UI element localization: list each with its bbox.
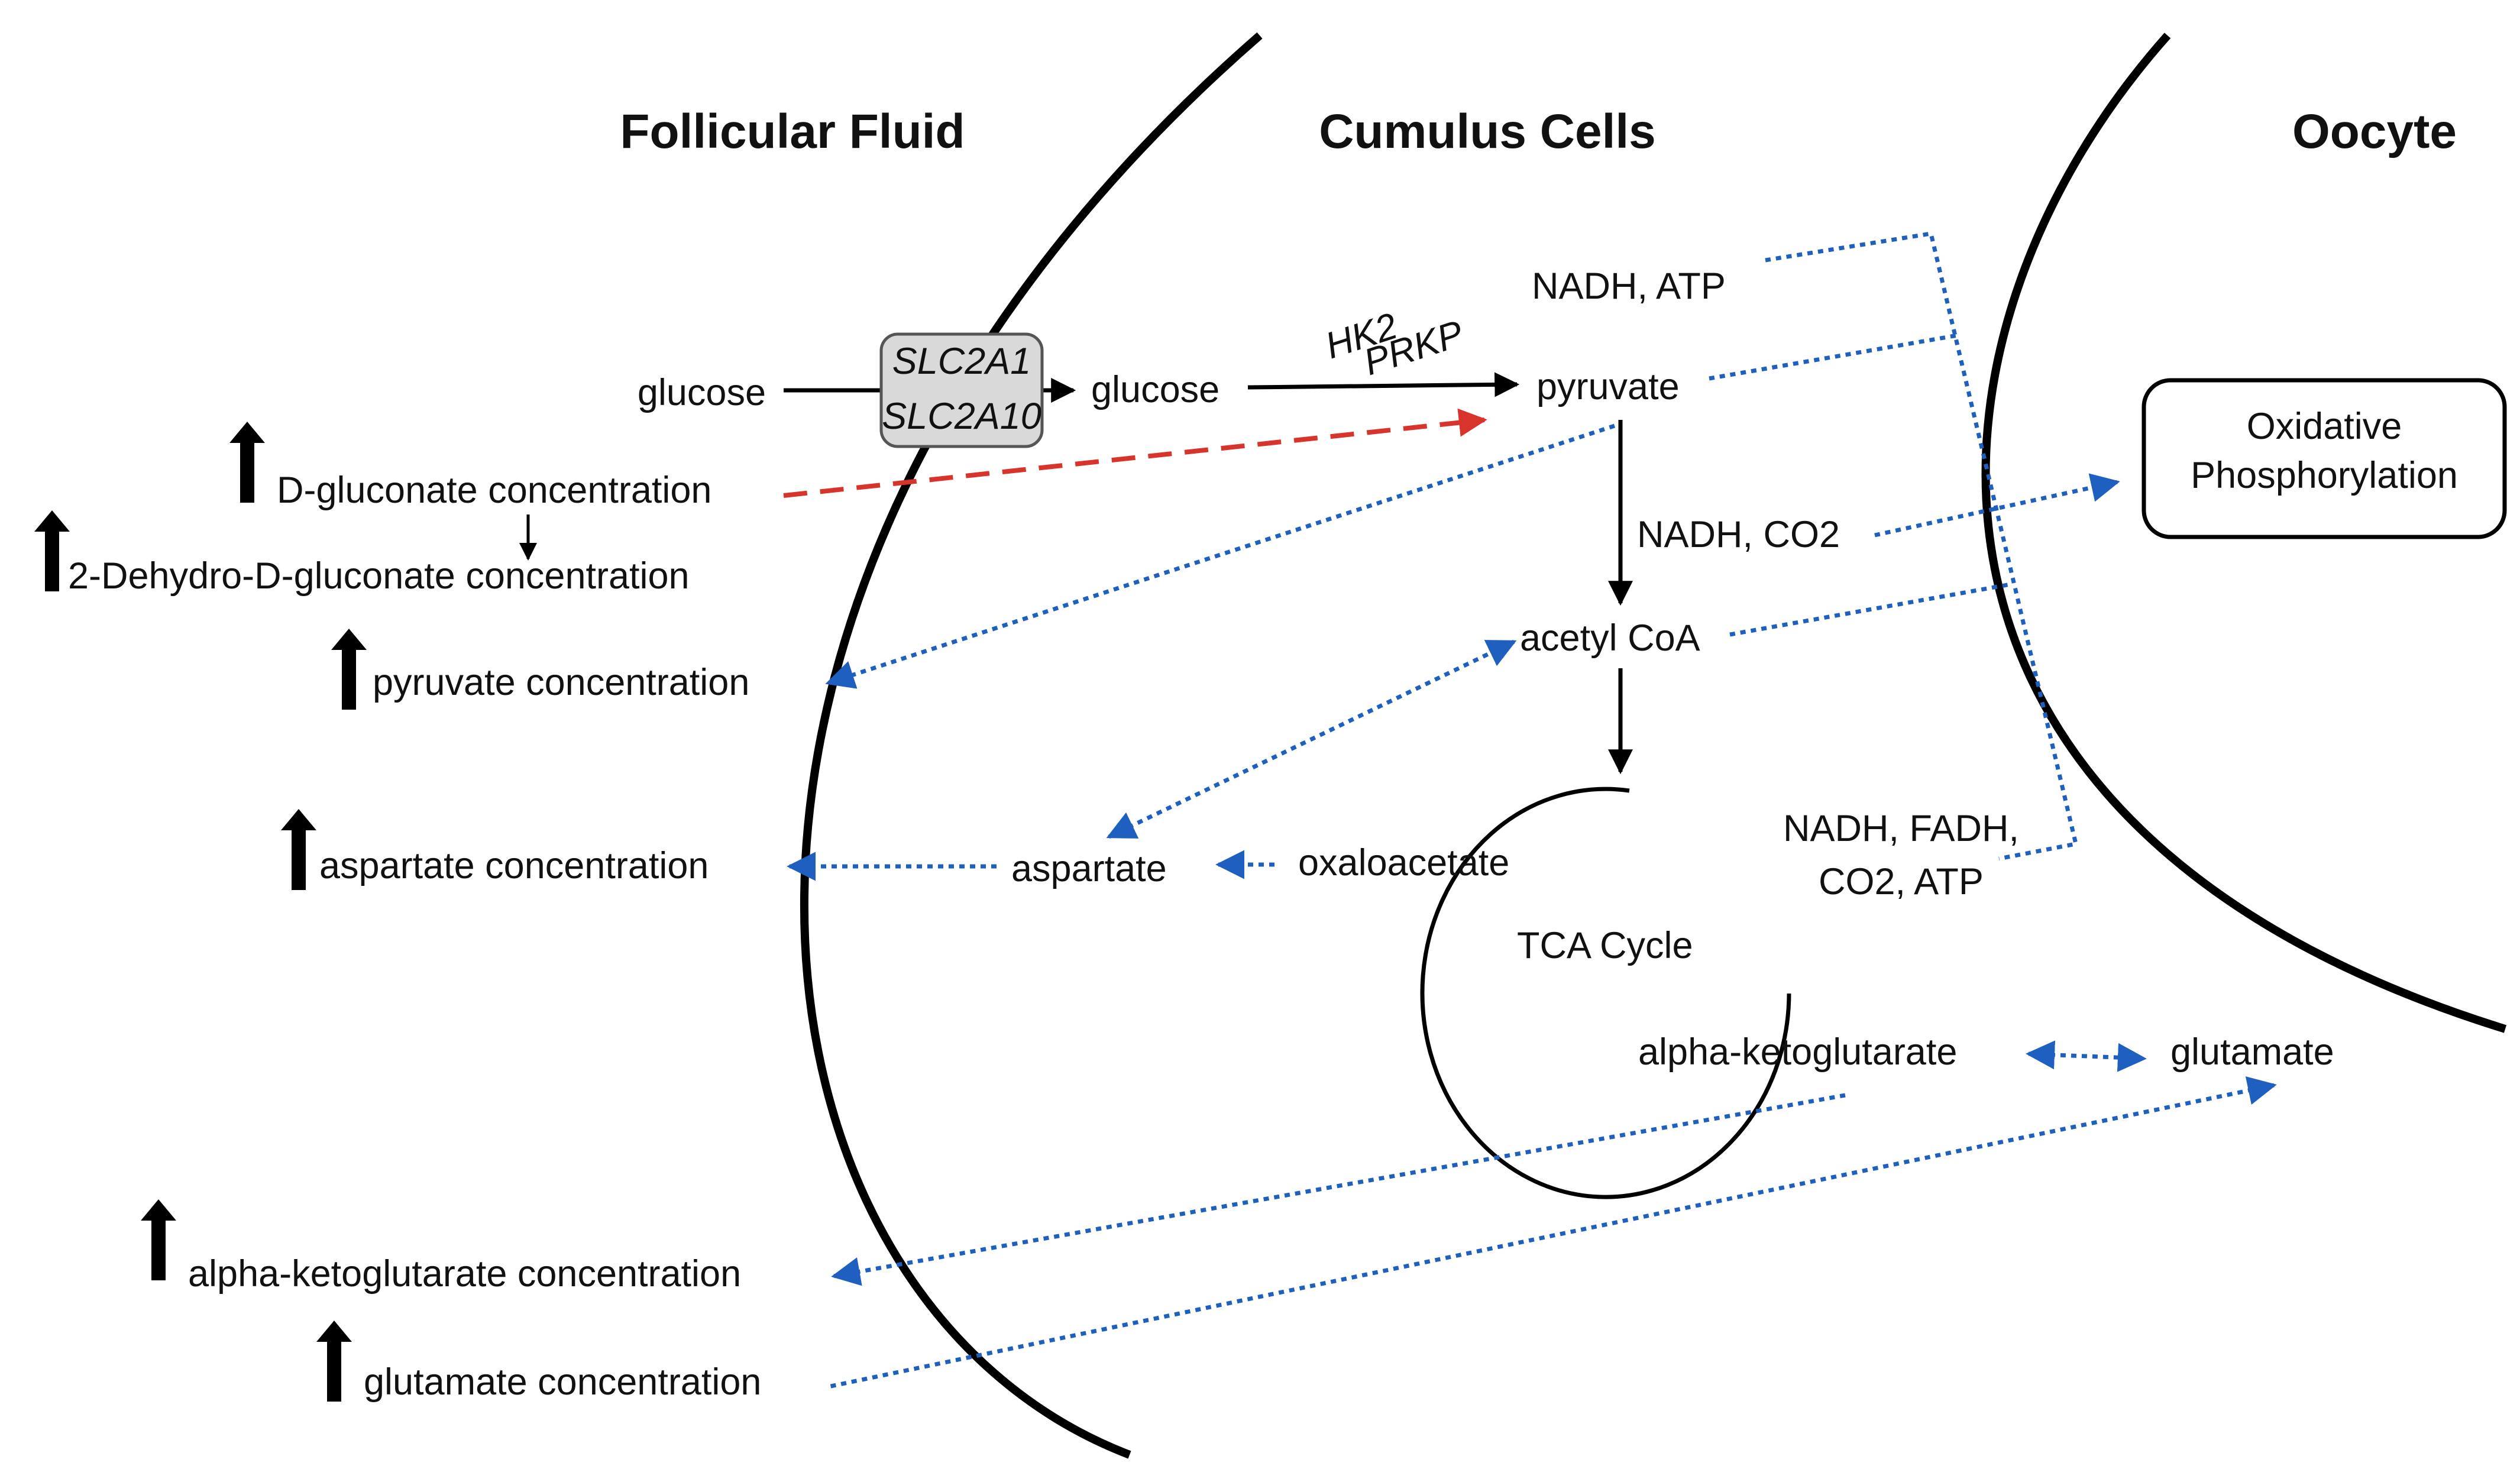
ff-glucose-label: glucose [638, 372, 766, 413]
nadh-fadh-label: NADH, FADH, [1783, 808, 2019, 849]
up-arrow-icon [34, 510, 70, 591]
acetyl-coa-label: acetyl CoA [1520, 617, 1700, 659]
up-arrow-icon [316, 1321, 352, 1402]
oocyte-header: Oocyte [2292, 105, 2457, 158]
glutamate-export-arrow [827, 1076, 2277, 1389]
oxphos-label-line1: Oxidative [2247, 406, 2402, 447]
cumulus-cells-header: Cumulus Cells [1319, 105, 1656, 158]
up-arrow-icon [229, 422, 265, 503]
slc2a10-label: SLC2A10 [882, 396, 1041, 437]
follicular-fluid-header: Follicular Fluid [620, 105, 965, 158]
akg-glutamate-arrow [2026, 1040, 2147, 1072]
akg-label: alpha-ketoglutarate [1638, 1031, 1957, 1073]
akg-concentration-label: alpha-ketoglutarate concentration [188, 1253, 741, 1295]
nadh-atp-to-oocyte-path [1765, 231, 2079, 861]
nadh-atp-label: NADH, ATP [1532, 266, 1726, 307]
transporter-box [879, 332, 1044, 448]
acetylcoa-aspartate-arrow [1106, 639, 1517, 839]
acetylcoa-to-oocyte-path [1729, 582, 2011, 637]
co2-atp-label: CO2, ATP [1819, 861, 1984, 902]
oxphos-label-line2: Phosphorylation [2191, 455, 2458, 496]
up-arrow-icon [331, 629, 367, 710]
oxaloacetate-label: oxaloacetate [1298, 842, 1509, 884]
akg-export-arrow [831, 1093, 1846, 1286]
aspartate-label: aspartate [1011, 848, 1167, 889]
pyruvate-export-arrow [825, 423, 1616, 689]
d-gluconate-label: D-gluconate concentration [277, 470, 711, 511]
nadh-co2-to-oxphos-arrow [1874, 473, 2120, 538]
cc-glucose-label: glucose [1091, 369, 1219, 410]
up-arrow-icon [281, 809, 316, 890]
glutamate-concentration-label: glutamate concentration [364, 1361, 761, 1403]
pyruvate-label: pyruvate [1536, 366, 1680, 407]
increase-icons [34, 422, 367, 1402]
cumulus-membrane [800, 32, 1263, 1459]
pyruvate-to-oocyte-path [1709, 333, 1958, 381]
pyruvate-concentration-label: pyruvate concentration [373, 662, 749, 703]
dehydro-gluconate-label: 2-Dehydro-D-gluconate concentration [68, 555, 690, 597]
gluconate-to-pyruvate-dashed-arrow [783, 408, 1487, 498]
blue-dotted-paths [787, 231, 2277, 1389]
oocyte-membrane [1981, 33, 2507, 1033]
slc2a1-label: SLC2A1 [892, 341, 1031, 382]
aspartate-concentration-label: aspartate concentration [319, 845, 709, 886]
oxphos-box [2141, 378, 2507, 539]
up-arrow-icon [141, 1199, 176, 1280]
glutamate-label: glutamate [2170, 1031, 2334, 1073]
tca-cycle-label: TCA Cycle [1517, 925, 1693, 966]
nadh-co2-label: NADH, CO2 [1637, 514, 1840, 555]
glucose-to-pyruvate-arrow [1247, 372, 1520, 397]
